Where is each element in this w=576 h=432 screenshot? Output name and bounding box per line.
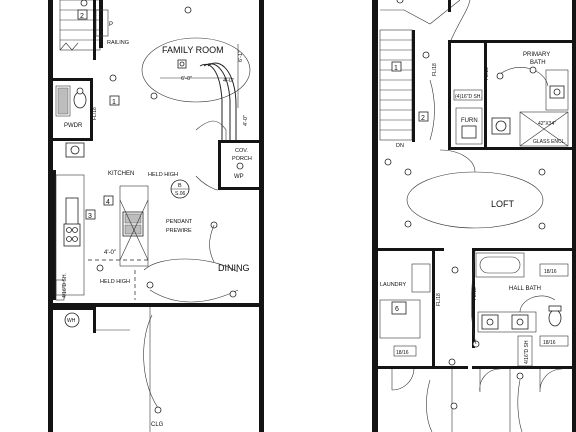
pendant-label: PENDANT <box>166 219 193 225</box>
shelf-top: (4)16"D SH. <box>455 94 482 100</box>
furnace-closet <box>455 107 483 145</box>
dim-4-0-porch: 4'-0" <box>243 115 249 126</box>
wh-label: WH <box>67 318 76 324</box>
tag-up-p: P <box>109 22 113 28</box>
pwdr-label: PWDR <box>64 123 83 129</box>
shelf-bottom-right: 4/16"D SH <box>524 340 530 364</box>
fl-laundry: FL/18 <box>436 293 442 306</box>
bottom-wall-first-floor <box>48 303 264 307</box>
tag-3: 3 <box>88 213 92 220</box>
wire-1 <box>199 64 223 140</box>
dim-4-0-kitchen: 4'-0" <box>104 250 116 256</box>
fl-pwdr: FL/18 <box>92 107 98 120</box>
tag-4: 4 <box>106 199 110 206</box>
fl-hall-right: FL/18 <box>472 287 478 300</box>
hall-vanity <box>477 311 537 333</box>
kitchen-island <box>119 185 149 267</box>
dn-label: DN <box>396 143 404 149</box>
family-room-label: FAMILY ROOM <box>162 45 224 55</box>
shelf-left: 4/16"D SH. <box>62 273 68 298</box>
tag-1: 1 <box>112 99 116 106</box>
fl-bottom: 18/16 <box>396 350 409 356</box>
first-floor-plan: 2 P RAILING 1 PWDR FL/18 3 4'-0" 4/16"D … <box>48 0 264 432</box>
glass-enclosure <box>519 111 569 147</box>
dim-6-1: 6'-1" <box>238 51 244 62</box>
furnace-unit <box>461 125 477 139</box>
powder-wall-bottom <box>53 138 93 141</box>
dining-arc <box>143 258 239 273</box>
lin-label: 18/16 <box>544 269 557 275</box>
dim-6-0: 6'-0" <box>181 76 192 82</box>
kitchen-counter <box>55 174 85 296</box>
tag-1-box <box>109 95 120 106</box>
kitchen-label: KITCHEN <box>108 171 134 177</box>
bath-label: BATH <box>530 60 546 66</box>
fl-primary-2: FL/18 <box>484 67 490 80</box>
dim-4-0: 4'-0" <box>223 78 234 84</box>
tag-b-sub: S.06 <box>175 191 186 197</box>
dining-label: DINING <box>218 263 250 273</box>
laundry-wall-top <box>378 248 444 251</box>
held-high-kitchen: HELD HIGH <box>148 172 178 178</box>
tag-2-upper: 2 <box>421 115 425 122</box>
loft-arc <box>406 171 544 229</box>
primary-bath-wall <box>448 40 451 150</box>
hall-toilet <box>548 309 562 327</box>
water-heater <box>64 312 80 328</box>
washer-dryer <box>379 299 421 339</box>
primary-vanity <box>545 69 569 111</box>
hall-bath-wall-top <box>472 248 572 251</box>
tag-b: B <box>178 183 182 189</box>
west-wall-second-floor <box>372 0 378 432</box>
east-wall-first-floor <box>259 0 264 432</box>
primary-label: PRIMARY <box>523 52 550 58</box>
tag-2-top: 2 <box>80 13 84 20</box>
range <box>63 223 81 247</box>
railing-label: RAILING <box>107 40 129 46</box>
laundry-label: LAUNDRY <box>380 282 407 288</box>
fl-hall: 18/16 <box>543 340 556 346</box>
wp-label: WP <box>234 174 244 180</box>
toilet <box>73 91 87 109</box>
porch-wall <box>259 140 264 190</box>
held-high-dining: HELD HIGH <box>100 279 130 285</box>
pendant-prewire-label: PREWIRE <box>166 228 192 234</box>
west-wall-first-floor <box>48 0 53 432</box>
top-shelf-box <box>453 89 483 101</box>
stair-run <box>379 29 413 141</box>
glass-encl-label: GLASS ENCL. <box>533 139 566 145</box>
furn-label: FURN <box>461 118 478 124</box>
tag-1-upper: 1 <box>394 65 398 72</box>
glass-encl-size: 42"X34" <box>538 121 556 127</box>
tag-3-box <box>85 209 96 220</box>
loft-label: LOFT <box>491 199 515 209</box>
garage-wire <box>143 314 159 409</box>
second-floor-plan: DN 1 2 FL/18 FL/18 PRIMARY BATH (4)16"D … <box>372 0 576 432</box>
cov-label: COV. <box>235 148 248 154</box>
east-wall-second-floor <box>572 0 576 432</box>
fl-primary: FL/18 <box>432 63 438 76</box>
family-room-arc <box>141 37 251 103</box>
tag-6: 6 <box>395 306 399 313</box>
powder-vanity <box>57 87 69 115</box>
clg-label: CLG <box>151 422 164 428</box>
hall-bath-label: HALL BATH <box>509 286 541 292</box>
porch-label: PORCH <box>232 156 252 162</box>
bathtub <box>475 252 525 278</box>
wire-porch <box>195 120 227 142</box>
